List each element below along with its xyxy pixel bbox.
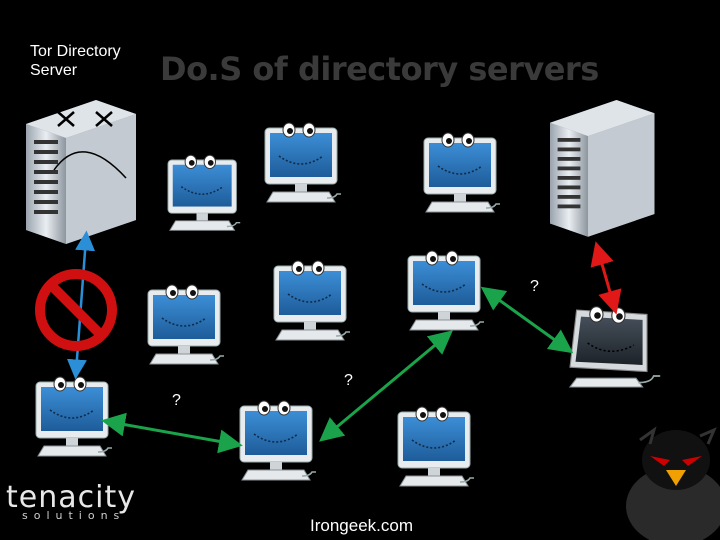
no-entry-icon: [35, 269, 117, 351]
logo-name: tenacity: [6, 480, 136, 515]
computer-icon: [264, 122, 342, 203]
red-link: [590, 241, 622, 315]
question-mark: ?: [530, 278, 539, 295]
question-mark: ?: [172, 392, 181, 409]
slide-title: Do.S of directory servers: [160, 50, 599, 88]
server-icon: [550, 100, 655, 237]
computer-icon: [273, 260, 351, 341]
computer-icon: [423, 132, 501, 213]
tor-directory-server-label: Tor Directory Server: [30, 43, 121, 79]
footer-credit: Irongeek.com: [310, 516, 413, 535]
tenacity-logo: tenacity solutions: [6, 480, 136, 522]
computer-icon: [407, 250, 485, 331]
green-link: [101, 412, 243, 454]
computer-icon: [35, 376, 113, 457]
green-link: [319, 330, 453, 442]
computer-icon: [397, 406, 475, 487]
computer-icon: [147, 284, 225, 365]
computer-icon: [239, 400, 317, 481]
computer-icon: [568, 306, 661, 388]
logo-tagline: solutions: [22, 509, 126, 522]
computer-icon: [167, 154, 241, 232]
question-mark: ?: [344, 372, 353, 389]
penguin-mascot-icon: [626, 426, 720, 540]
server-icon: [26, 100, 136, 244]
green-link: [480, 286, 574, 354]
